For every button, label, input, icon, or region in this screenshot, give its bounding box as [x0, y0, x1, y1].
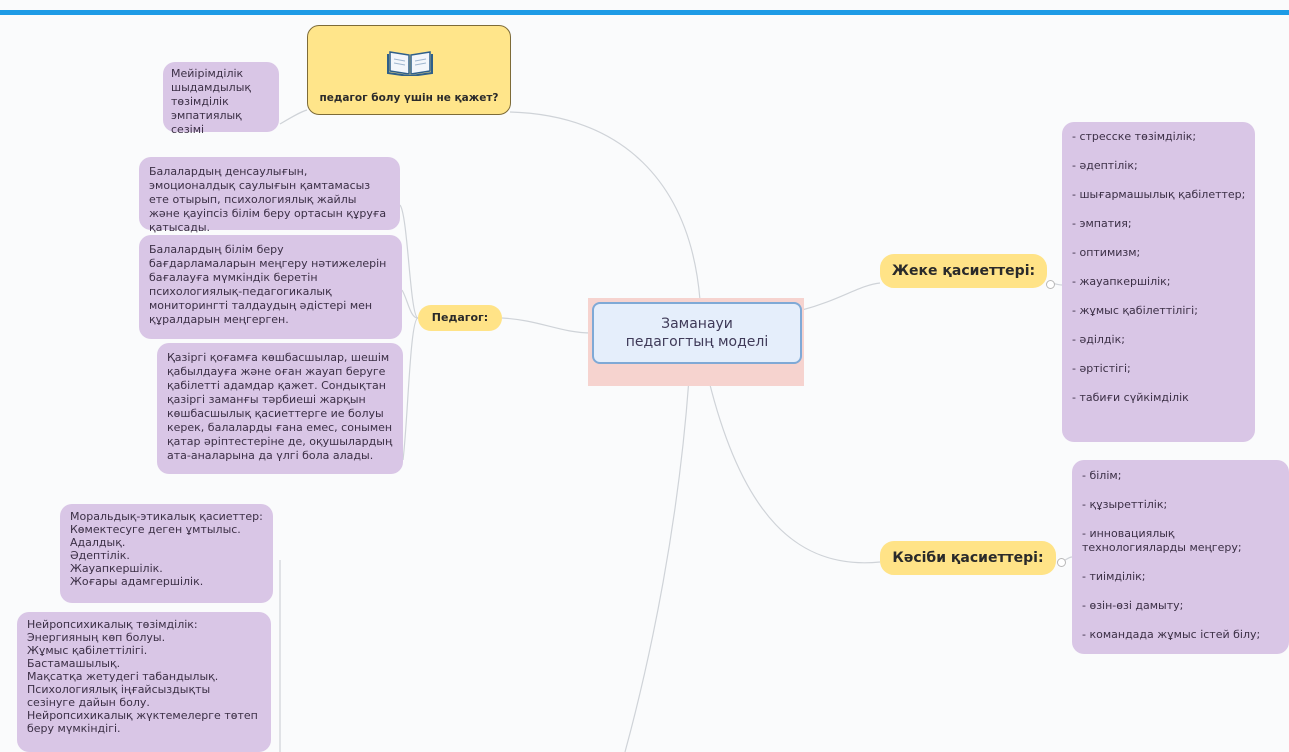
list-item: - инновациялық технологияларды меңгеру;	[1082, 527, 1242, 554]
topic-note[interactable]: Мейірімділік шыдамдылық төзімділік эмпат…	[163, 62, 279, 136]
professional-qualities-label[interactable]: Кәсіби қасиеттері:	[880, 541, 1056, 575]
list-item: - эмпатия;	[1072, 217, 1132, 230]
top-accent-bar	[0, 10, 1289, 15]
list-item: - оптимизм;	[1072, 246, 1141, 259]
pedagog-item-2[interactable]: Балалардың білім беру бағдарламаларын ме…	[139, 235, 402, 339]
pedagog-label[interactable]: Педагог:	[418, 305, 502, 331]
personal-qualities-list[interactable]: - стресске төзімділік; - әдептілік; - шы…	[1062, 122, 1255, 442]
pedagog-item-3[interactable]: Қазіргі қоғамға көшбасшылар, шешім қабыл…	[157, 343, 403, 474]
list-item: - командада жұмыс істей білу;	[1082, 628, 1261, 641]
collapse-toggle[interactable]	[1046, 280, 1055, 289]
open-book-icon	[387, 46, 433, 80]
list-item: - тиімділік;	[1082, 570, 1146, 583]
central-node-label: Заманауи педагогтың моделі	[625, 316, 769, 350]
professional-qualities-list[interactable]: - білім; - құзыреттілік; - инновациялық …	[1072, 460, 1289, 654]
moral-ethical-note[interactable]: Моральдық-этикалық қасиеттер: Көмектесуг…	[60, 504, 273, 603]
personal-qualities-label[interactable]: Жеке қасиеттері:	[880, 254, 1047, 288]
list-item: - жұмыс қабілеттілігі;	[1072, 304, 1198, 317]
neuropsychic-note[interactable]: Нейропсихикалық төзімділік: Энергияның к…	[17, 612, 271, 752]
topic-title: педагог болу үшін не қажет?	[319, 92, 499, 104]
list-item: - әртістігі;	[1072, 362, 1131, 375]
central-node[interactable]: Заманауи педагогтың моделі	[592, 302, 802, 364]
list-item: - құзыреттілік;	[1082, 498, 1168, 511]
topic-node[interactable]: педагог болу үшін не қажет?	[307, 25, 511, 115]
list-item: - стресске төзімділік;	[1072, 130, 1197, 143]
list-item: - әділдік;	[1072, 333, 1125, 346]
list-item: - шығармашылық қабілеттер;	[1072, 188, 1246, 201]
pedagog-item-1[interactable]: Балалардың денсаулығын, эмоционалдық сау…	[139, 157, 400, 234]
collapse-toggle[interactable]	[1057, 558, 1066, 567]
list-item: - жауапкершілік;	[1072, 275, 1171, 288]
list-item: - әдептілік;	[1072, 159, 1138, 172]
list-item: - табиғи сүйкімділік	[1072, 391, 1189, 404]
list-item: - өзін-өзі дамыту;	[1082, 599, 1184, 612]
list-item: - білім;	[1082, 469, 1122, 482]
